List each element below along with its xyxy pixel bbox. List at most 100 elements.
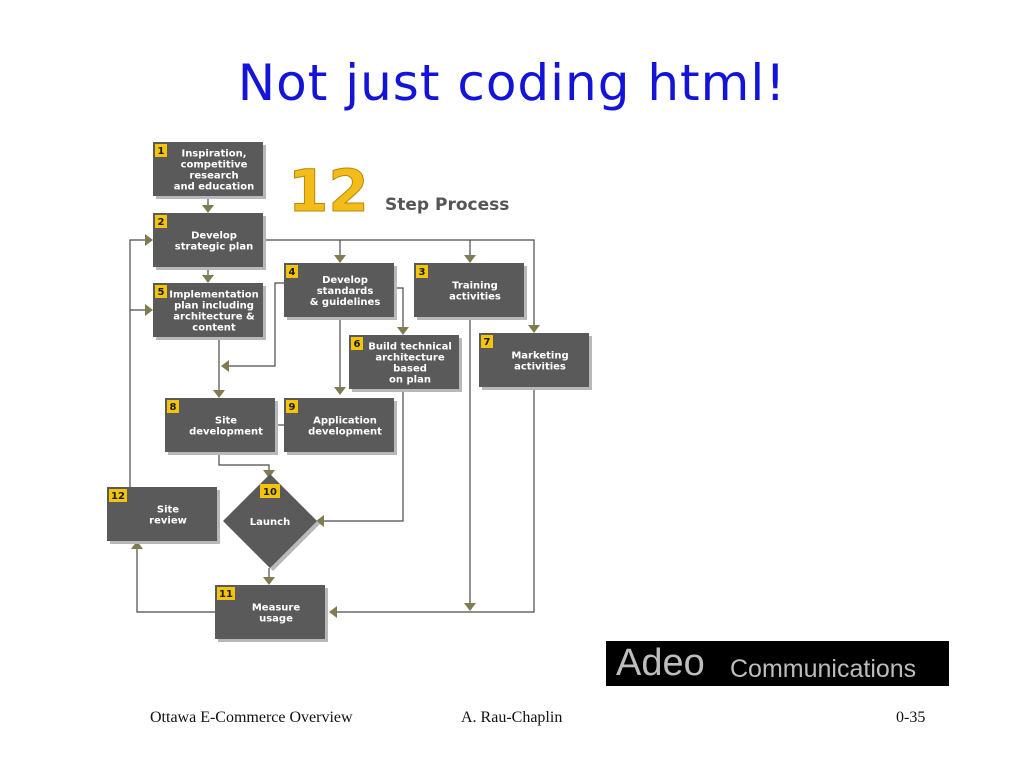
step-number-badge xyxy=(155,215,167,228)
step-number: 3 xyxy=(419,267,426,278)
step-number: 5 xyxy=(158,287,165,298)
step-label-line: Application xyxy=(313,416,377,427)
step-label-line: development xyxy=(308,427,382,438)
logo-brand: Adeo xyxy=(616,642,705,684)
step-label-line: Measure xyxy=(252,603,300,614)
step-label-line: standards xyxy=(317,286,374,297)
step-box xyxy=(414,263,524,317)
step-box xyxy=(153,283,263,337)
arrowhead xyxy=(263,470,275,478)
step-number-badge xyxy=(286,400,298,413)
step-box xyxy=(165,398,275,452)
slide-title: Not just coding html! xyxy=(237,54,787,112)
step-label-line: architecture & xyxy=(173,312,255,323)
step-label-line: and education xyxy=(174,182,254,193)
connector-line xyxy=(129,239,148,487)
heading-text: Step Process xyxy=(385,195,509,215)
step-number: 10 xyxy=(263,487,277,498)
step-number-badge xyxy=(481,335,493,348)
step-number: 7 xyxy=(484,337,491,348)
step-label-line: Inspiration, xyxy=(181,149,246,160)
step-box xyxy=(284,263,394,317)
step-box xyxy=(153,213,263,267)
step-number: 6 xyxy=(354,339,361,350)
step-label-line: Build technical xyxy=(368,342,452,353)
step-label-line: Site xyxy=(157,505,179,516)
step-number-badge xyxy=(167,400,179,413)
step-label-line: Training xyxy=(452,281,498,292)
step-label-line: Develop xyxy=(322,275,368,286)
step-number-badge xyxy=(155,285,167,298)
step-number: 1 xyxy=(158,146,165,157)
step-label-line: on plan xyxy=(389,375,431,386)
step-box xyxy=(153,142,263,196)
step-label-line: development xyxy=(189,427,263,438)
step-box xyxy=(479,333,589,387)
step-label-line: research xyxy=(189,171,238,182)
arrowhead xyxy=(202,205,214,213)
footer-right: 0-35 xyxy=(896,709,926,726)
arrowhead xyxy=(329,606,337,618)
step-number-badge xyxy=(109,489,127,502)
arrowhead xyxy=(528,325,540,333)
arrowhead xyxy=(145,304,153,316)
step-diamond xyxy=(223,474,317,568)
arrowhead xyxy=(202,275,214,283)
step-label-line: activities xyxy=(514,362,566,373)
heading-number: 12 xyxy=(288,157,369,225)
company-logo: Adeo Communications xyxy=(606,641,949,686)
step-number-badge xyxy=(416,265,428,278)
arrowhead xyxy=(131,541,143,549)
step-label-line: Marketing xyxy=(511,351,568,362)
step-label-line: usage xyxy=(259,614,293,625)
step-number: 2 xyxy=(158,217,165,228)
step-number: 9 xyxy=(289,402,296,413)
arrowhead xyxy=(316,515,324,527)
connector-line xyxy=(263,239,535,328)
connector-line xyxy=(322,389,404,522)
step-label-line: based xyxy=(393,364,427,375)
arrowhead xyxy=(221,360,229,372)
step-number-badge xyxy=(260,484,280,498)
step-number: 11 xyxy=(219,589,233,600)
step-number-badge xyxy=(286,265,298,278)
connector-line xyxy=(218,452,270,474)
step-label-line: strategic plan xyxy=(175,242,253,253)
step-label-line: Implementation xyxy=(169,290,259,301)
step-number-badge xyxy=(155,144,167,157)
connector-line xyxy=(335,387,535,613)
step-label-line: plan including xyxy=(174,301,254,312)
step-box xyxy=(349,335,459,389)
step-label-line: activities xyxy=(449,292,501,303)
step-label-line: Site xyxy=(215,416,237,427)
step-label-line: & guidelines xyxy=(310,297,381,308)
step-label: Launch xyxy=(250,517,290,528)
arrowhead xyxy=(145,234,153,246)
arrowhead xyxy=(334,387,346,395)
step-number: 4 xyxy=(289,267,296,278)
step-number-badge xyxy=(217,587,235,600)
step-label-line: competitive xyxy=(181,160,248,171)
step-number-badge xyxy=(351,337,363,350)
step-number: 8 xyxy=(170,402,177,413)
step-label-line: Develop xyxy=(191,231,237,242)
arrowhead xyxy=(464,603,476,611)
arrowhead xyxy=(464,255,476,263)
footer-center: A. Rau-Chaplin xyxy=(461,709,563,726)
step-label-line: architecture xyxy=(375,353,444,364)
step-label-line: content xyxy=(192,323,236,334)
logo-subtitle: Communications xyxy=(730,655,917,683)
arrowhead xyxy=(397,327,409,335)
